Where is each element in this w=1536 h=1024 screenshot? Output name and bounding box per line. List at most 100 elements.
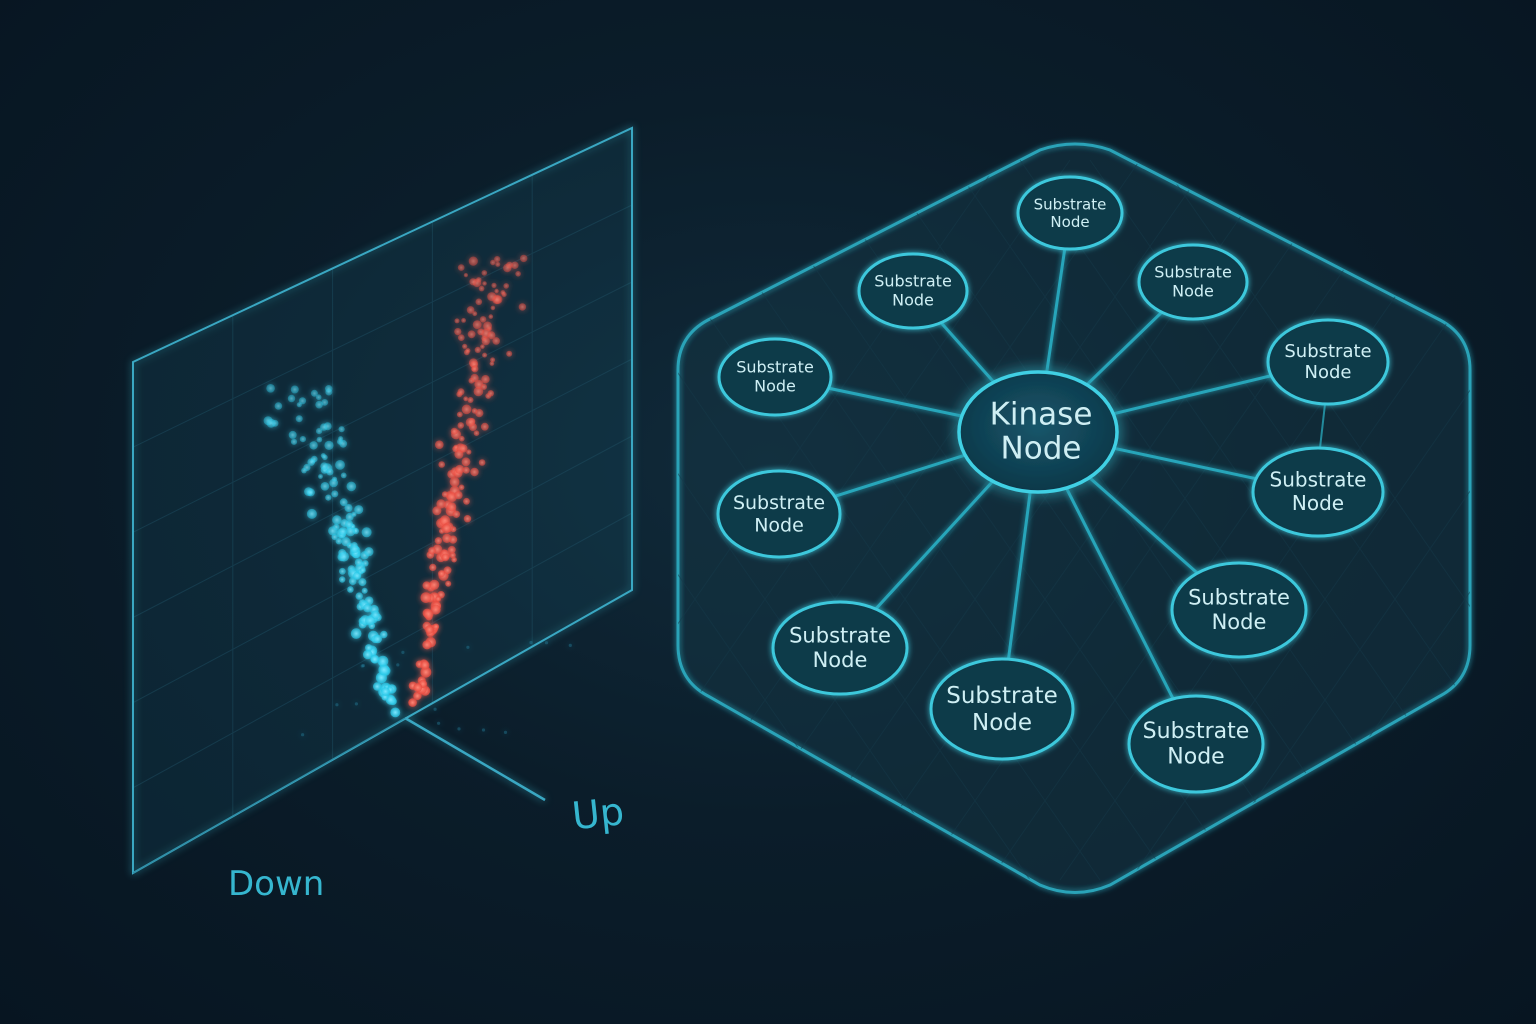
up-point bbox=[487, 331, 496, 340]
down-point bbox=[365, 615, 375, 626]
up-point bbox=[465, 417, 475, 427]
down-point bbox=[326, 468, 334, 476]
substrate-node-label-line2: Node bbox=[1167, 745, 1224, 770]
up-point bbox=[452, 510, 461, 518]
up-point bbox=[481, 270, 488, 276]
up-point bbox=[453, 444, 459, 450]
down-point bbox=[318, 474, 323, 479]
substrate-node-label-line1: Substrate bbox=[733, 492, 825, 514]
up-point bbox=[457, 388, 465, 396]
up-point bbox=[471, 365, 479, 373]
substrate-node-label-line2: Node bbox=[813, 648, 868, 672]
down-point bbox=[354, 558, 363, 567]
down-point bbox=[331, 490, 339, 498]
down-axis-line bbox=[132, 717, 406, 874]
up-point bbox=[454, 491, 463, 500]
up-point bbox=[467, 330, 476, 339]
down-point bbox=[358, 578, 367, 587]
background-point bbox=[401, 650, 405, 655]
down-point bbox=[377, 655, 389, 667]
up-point bbox=[481, 375, 490, 384]
substrate-node-label-line1: Substrate bbox=[874, 272, 952, 291]
up-point bbox=[461, 457, 471, 467]
plane-grid-line bbox=[132, 435, 633, 704]
up-regulated-points bbox=[408, 254, 528, 707]
up-point bbox=[423, 609, 434, 619]
up-point bbox=[489, 361, 495, 366]
up-point bbox=[458, 484, 465, 491]
up-point bbox=[429, 563, 437, 572]
up-point bbox=[435, 596, 442, 602]
down-point bbox=[266, 384, 275, 393]
kinase-node[interactable]: Kinase Node bbox=[957, 370, 1119, 494]
up-point bbox=[506, 350, 513, 357]
down-regulated-points bbox=[263, 384, 572, 737]
up-point bbox=[482, 352, 488, 358]
up-point bbox=[449, 477, 460, 487]
up-point bbox=[441, 523, 451, 534]
background-point bbox=[466, 645, 470, 649]
up-point bbox=[459, 444, 468, 453]
background-point bbox=[529, 640, 533, 645]
plane-grid-line bbox=[132, 358, 633, 618]
down-point bbox=[339, 498, 348, 507]
down-point bbox=[338, 426, 345, 433]
up-point bbox=[495, 261, 501, 267]
up-point bbox=[477, 328, 485, 336]
substrate-node-shape bbox=[929, 657, 1075, 761]
down-point bbox=[354, 505, 364, 515]
up-point bbox=[441, 491, 449, 498]
down-point bbox=[345, 526, 356, 537]
network-grid-line bbox=[849, 159, 1351, 881]
substrate-node-label-line2: Node bbox=[1305, 362, 1352, 383]
up-point bbox=[465, 348, 471, 354]
up-point bbox=[443, 566, 452, 575]
up-point bbox=[482, 281, 487, 286]
substrate-node-label-line2: Node bbox=[1050, 213, 1089, 231]
substrate-node-label-line1: Substrate bbox=[1270, 468, 1367, 492]
background-point bbox=[361, 664, 365, 668]
up-point bbox=[462, 466, 470, 474]
down-point bbox=[315, 400, 323, 409]
down-point bbox=[324, 440, 334, 450]
up-point bbox=[480, 422, 489, 431]
substrate-node-label-line2: Node bbox=[754, 376, 796, 395]
up-point bbox=[428, 547, 436, 555]
substrate-substrate-edge bbox=[1319, 403, 1326, 449]
substrate-node-label-line1: Substrate bbox=[1154, 263, 1232, 282]
substrate-node-shape bbox=[717, 337, 833, 417]
background-point bbox=[457, 727, 461, 731]
down-point bbox=[287, 394, 296, 403]
up-point bbox=[422, 581, 431, 590]
down-point bbox=[329, 478, 339, 488]
down-point bbox=[310, 389, 318, 397]
up-point bbox=[520, 254, 528, 263]
down-point bbox=[290, 385, 299, 394]
down-point bbox=[339, 567, 346, 575]
kinase-network-panel: SubstrateNodeSubstrateNodeSubstrateNodeS… bbox=[676, 142, 1472, 894]
up-point bbox=[487, 390, 494, 397]
substrate-node-label-line1: Substrate bbox=[1188, 585, 1290, 609]
up-point bbox=[481, 383, 487, 390]
down-point bbox=[320, 462, 328, 471]
down-point bbox=[296, 402, 302, 408]
up-point bbox=[462, 343, 468, 349]
down-point bbox=[266, 418, 276, 428]
down-point bbox=[355, 592, 363, 600]
down-point bbox=[332, 515, 342, 525]
up-point bbox=[515, 271, 521, 277]
up-point bbox=[474, 346, 481, 353]
down-point bbox=[361, 587, 368, 594]
